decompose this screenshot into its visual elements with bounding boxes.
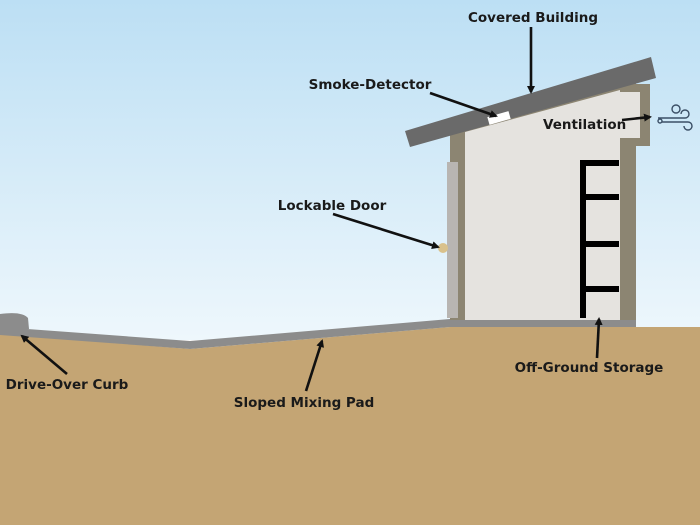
label-smoke-detector: Smoke-Detector — [309, 77, 432, 93]
door-knob — [438, 243, 448, 253]
smoke-detector — [487, 111, 511, 125]
drive-over-curb — [0, 313, 29, 329]
storage-shelves — [580, 160, 619, 318]
arrows — [20, 27, 652, 392]
wind-icon — [657, 104, 693, 131]
label-ventilation: Ventilation — [543, 117, 626, 133]
vent-opening — [620, 92, 640, 138]
label-drive-over-curb: Drive-Over Curb — [6, 377, 129, 393]
lockable-door — [447, 162, 458, 318]
sloped-mixing-pad — [0, 319, 636, 349]
covered-building — [405, 57, 656, 320]
label-covered-building: Covered Building — [468, 10, 598, 26]
ground — [0, 327, 700, 525]
label-off-ground-storage: Off-Ground Storage — [515, 360, 664, 376]
label-sloped-mixing-pad: Sloped Mixing Pad — [234, 395, 374, 411]
roof — [405, 57, 656, 147]
label-lockable-door: Lockable Door — [278, 198, 387, 214]
